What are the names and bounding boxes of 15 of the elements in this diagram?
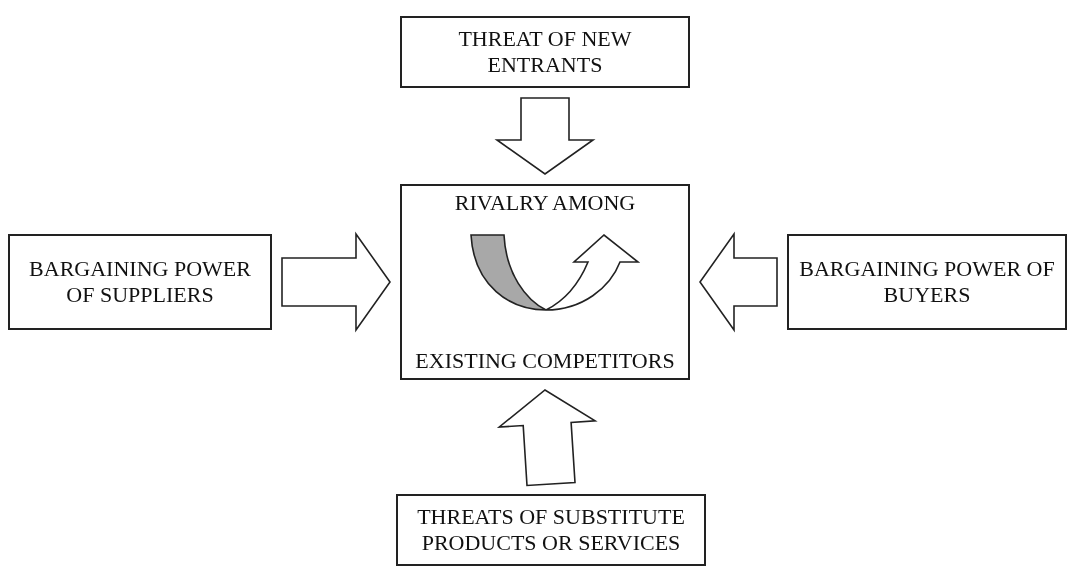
box-label: BARGAINING POWER OF SUPPLIERS xyxy=(28,256,252,308)
box-label: THREATS OF SUBSTITUTE PRODUCTS OR SERVICES xyxy=(416,504,686,556)
block-arrow xyxy=(494,97,596,175)
block-arrow xyxy=(699,231,778,333)
box-label: THREAT OF NEW ENTRANTS xyxy=(457,26,633,78)
box-label: BARGAINING POWER OF BUYERS xyxy=(798,256,1056,308)
box-label: RIVALRY AMONG xyxy=(454,190,636,216)
force-box xyxy=(8,234,272,330)
box-label: EXISTING COMPETITORS xyxy=(415,348,675,374)
force-box xyxy=(396,494,706,566)
force-box xyxy=(400,16,690,88)
force-box xyxy=(787,234,1067,330)
center-box xyxy=(400,184,690,380)
block-arrow xyxy=(281,231,391,333)
block-arrow xyxy=(496,389,598,487)
